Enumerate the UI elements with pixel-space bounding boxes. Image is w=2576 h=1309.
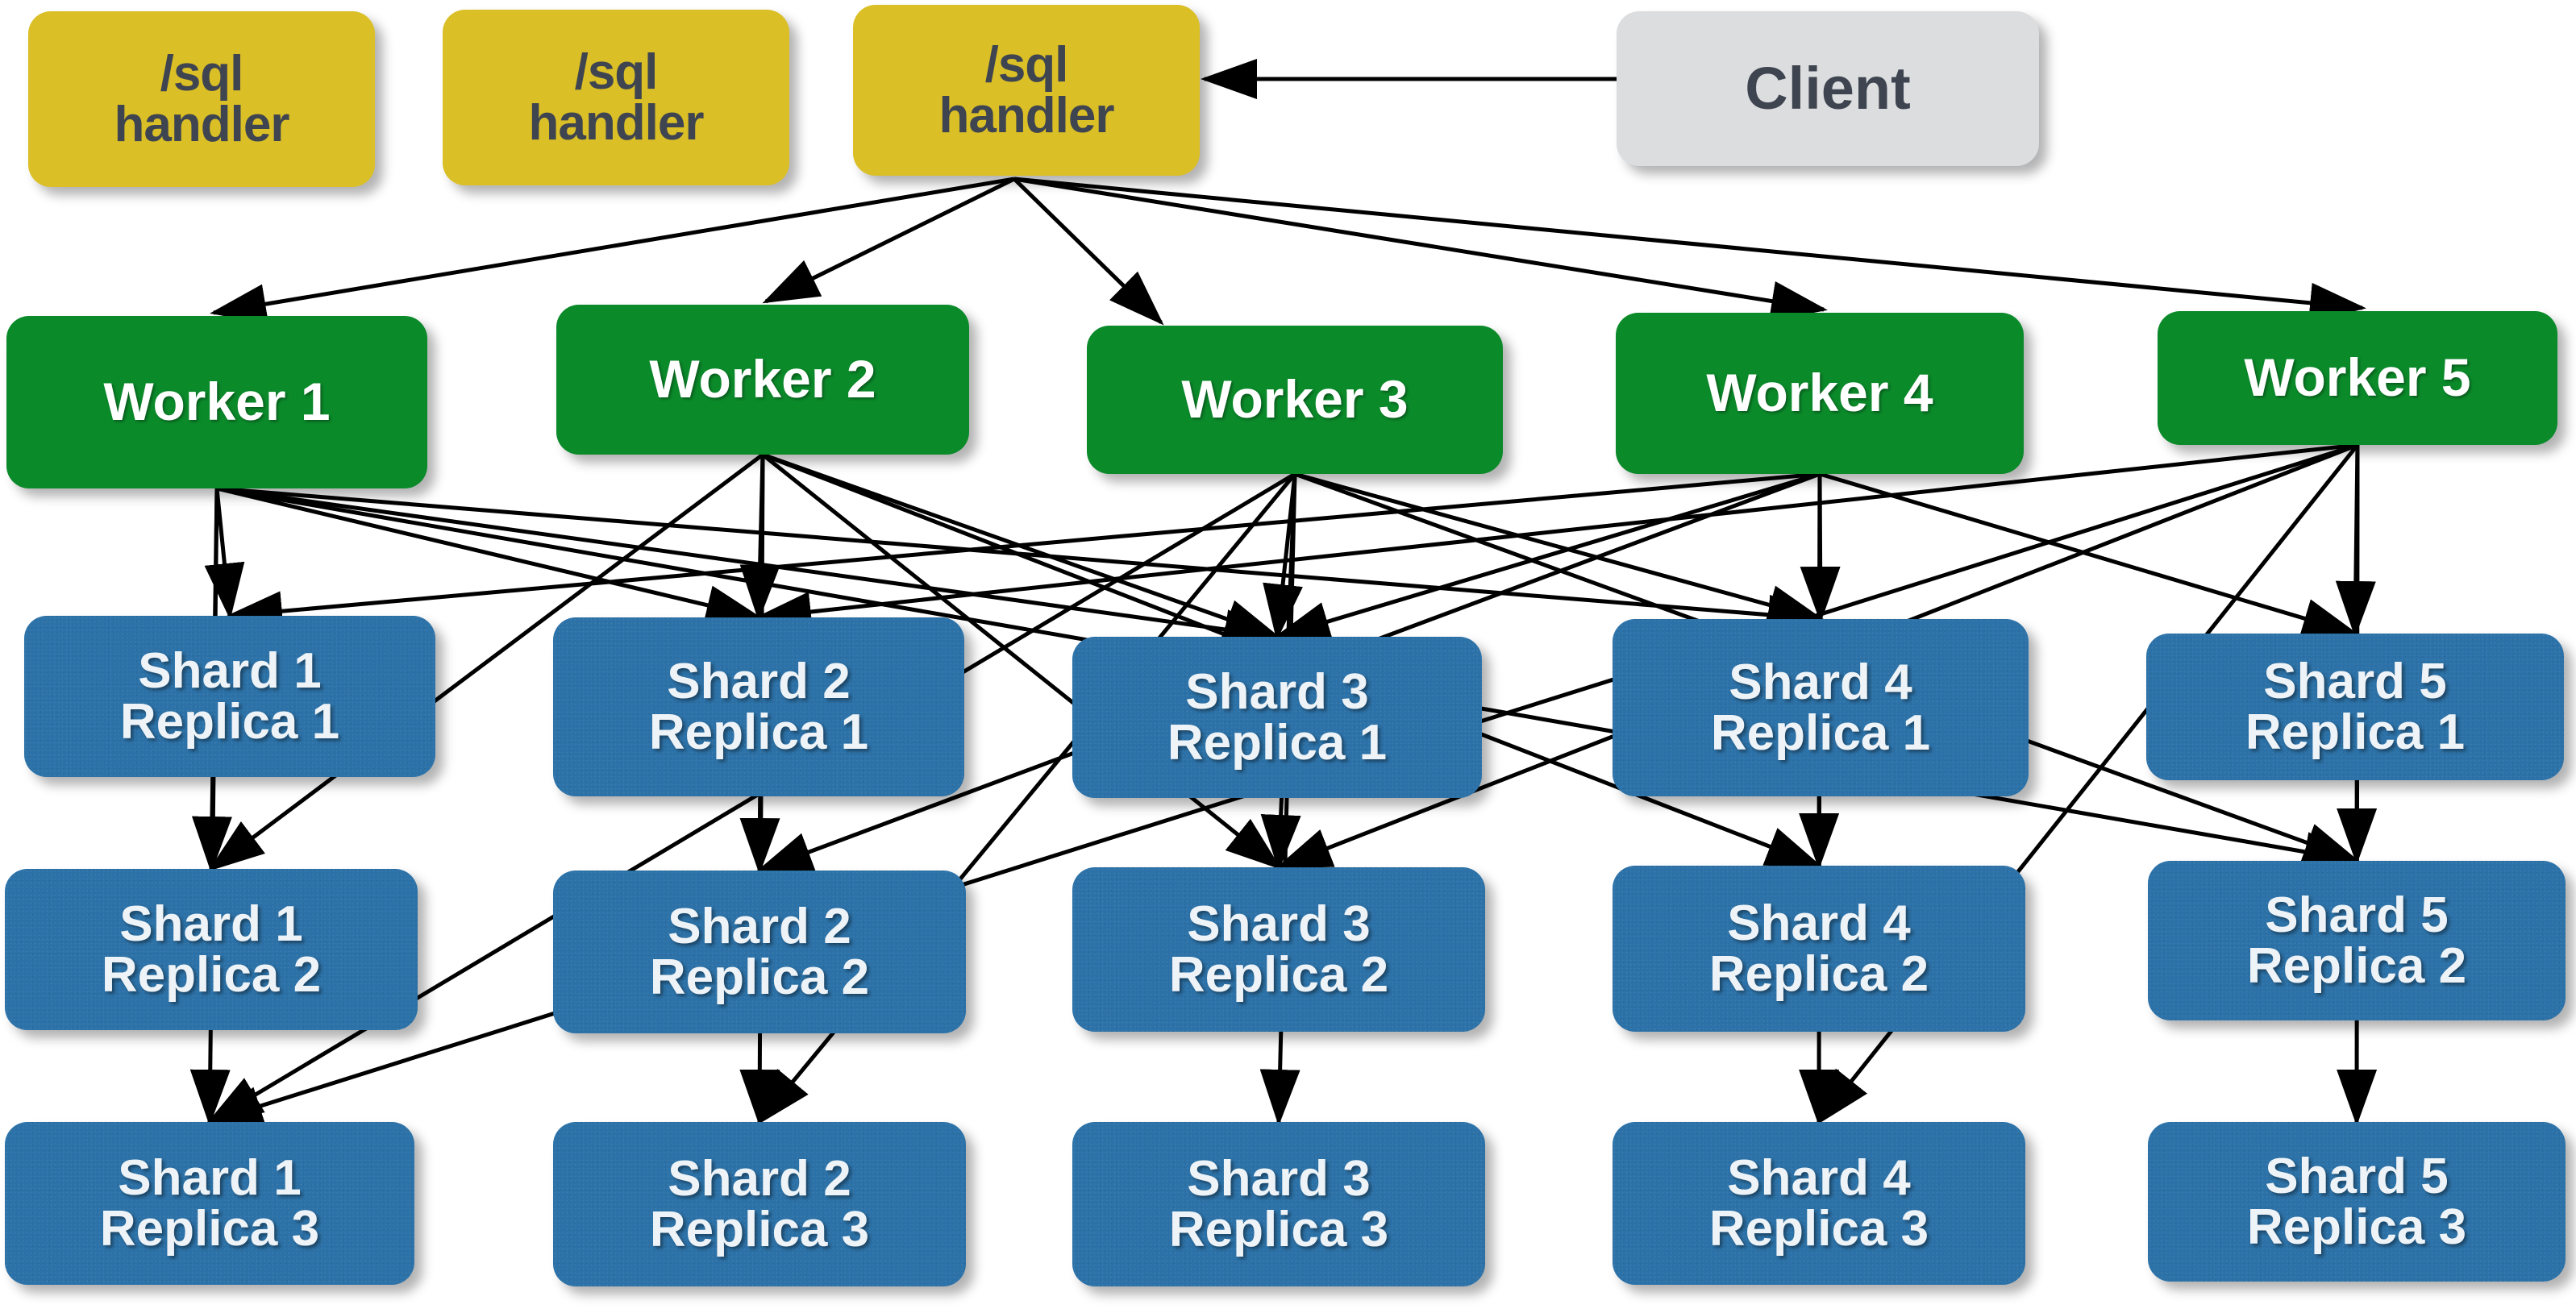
shard-box-1-1[interactable]: Shard 1 Replica 1 — [24, 616, 435, 777]
sql-handler-box-3[interactable]: /sql handler — [853, 5, 1200, 176]
shard-box-4-3[interactable]: Shard 4 Replica 3 — [1613, 1122, 2025, 1285]
sql-handler-box-2[interactable]: /sql handler — [443, 10, 789, 185]
shard-box-4-2[interactable]: Shard 4 Replica 2 — [1613, 866, 2025, 1032]
shard-label-5-3: Shard 5 Replica 3 — [2246, 1148, 2467, 1255]
shard-box-3-2[interactable]: Shard 3 Replica 2 — [1072, 867, 1485, 1032]
worker-label-2: Worker 2 — [649, 349, 876, 409]
shard-box-3-3[interactable]: Shard 3 Replica 3 — [1072, 1122, 1485, 1286]
shard-label-1-2: Shard 1 Replica 2 — [101, 896, 322, 1003]
shard-label-2-2: Shard 2 Replica 2 — [649, 898, 870, 1005]
shard-box-3-1[interactable]: Shard 3 Replica 1 — [1072, 637, 1482, 798]
client-box[interactable]: Client — [1617, 11, 2039, 166]
shard-label-5-2: Shard 5 Replica 2 — [2246, 887, 2467, 994]
shard-box-1-2[interactable]: Shard 1 Replica 2 — [5, 869, 418, 1030]
shard-box-2-3[interactable]: Shard 2 Replica 3 — [553, 1122, 966, 1286]
shard-box-2-2[interactable]: Shard 2 Replica 2 — [553, 871, 966, 1033]
shard-label-3-2: Shard 3 Replica 2 — [1168, 896, 1389, 1003]
shard-box-5-2[interactable]: Shard 5 Replica 2 — [2148, 861, 2566, 1020]
shard-label-3-3: Shard 3 Replica 3 — [1168, 1150, 1389, 1257]
shard-label-4-3: Shard 4 Replica 3 — [1708, 1149, 1929, 1257]
shard-label-5-1: Shard 5 Replica 1 — [2245, 653, 2466, 760]
sql-handler-label-1: /sql handler — [114, 45, 290, 152]
shard-label-2-3: Shard 2 Replica 3 — [649, 1150, 870, 1257]
shard-label-4-2: Shard 4 Replica 2 — [1708, 895, 1929, 1002]
worker-box-5[interactable]: Worker 5 — [2158, 311, 2557, 445]
worker-label-3: Worker 3 — [1181, 369, 1409, 430]
shard-box-2-1[interactable]: Shard 2 Replica 1 — [553, 617, 964, 796]
worker-box-4[interactable]: Worker 4 — [1616, 313, 2024, 474]
shard-label-1-3: Shard 1 Replica 3 — [99, 1149, 320, 1257]
worker-label-1: Worker 1 — [103, 372, 331, 432]
sql-handler-label-2: /sql handler — [528, 44, 705, 151]
client-label: Client — [1745, 55, 1911, 123]
worker-box-2[interactable]: Worker 2 — [556, 305, 969, 455]
sql-handler-label-3: /sql handler — [938, 36, 1115, 143]
worker-label-5: Worker 5 — [2244, 347, 2471, 408]
worker-box-1[interactable]: Worker 1 — [6, 316, 427, 488]
shard-label-1-1: Shard 1 Replica 1 — [119, 642, 340, 750]
shard-box-1-3[interactable]: Shard 1 Replica 3 — [5, 1122, 414, 1285]
shard-box-4-1[interactable]: Shard 4 Replica 1 — [1613, 619, 2029, 796]
sql-handler-box-1[interactable]: /sql handler — [28, 11, 375, 187]
shard-label-2-1: Shard 2 Replica 1 — [648, 653, 869, 760]
shard-box-5-3[interactable]: Shard 5 Replica 3 — [2148, 1122, 2566, 1282]
worker-label-4: Worker 4 — [1706, 363, 1933, 423]
shard-label-3-1: Shard 3 Replica 1 — [1167, 663, 1388, 771]
worker-box-3[interactable]: Worker 3 — [1087, 326, 1503, 474]
shard-box-5-1[interactable]: Shard 5 Replica 1 — [2146, 634, 2564, 780]
shard-label-4-1: Shard 4 Replica 1 — [1710, 654, 1931, 761]
